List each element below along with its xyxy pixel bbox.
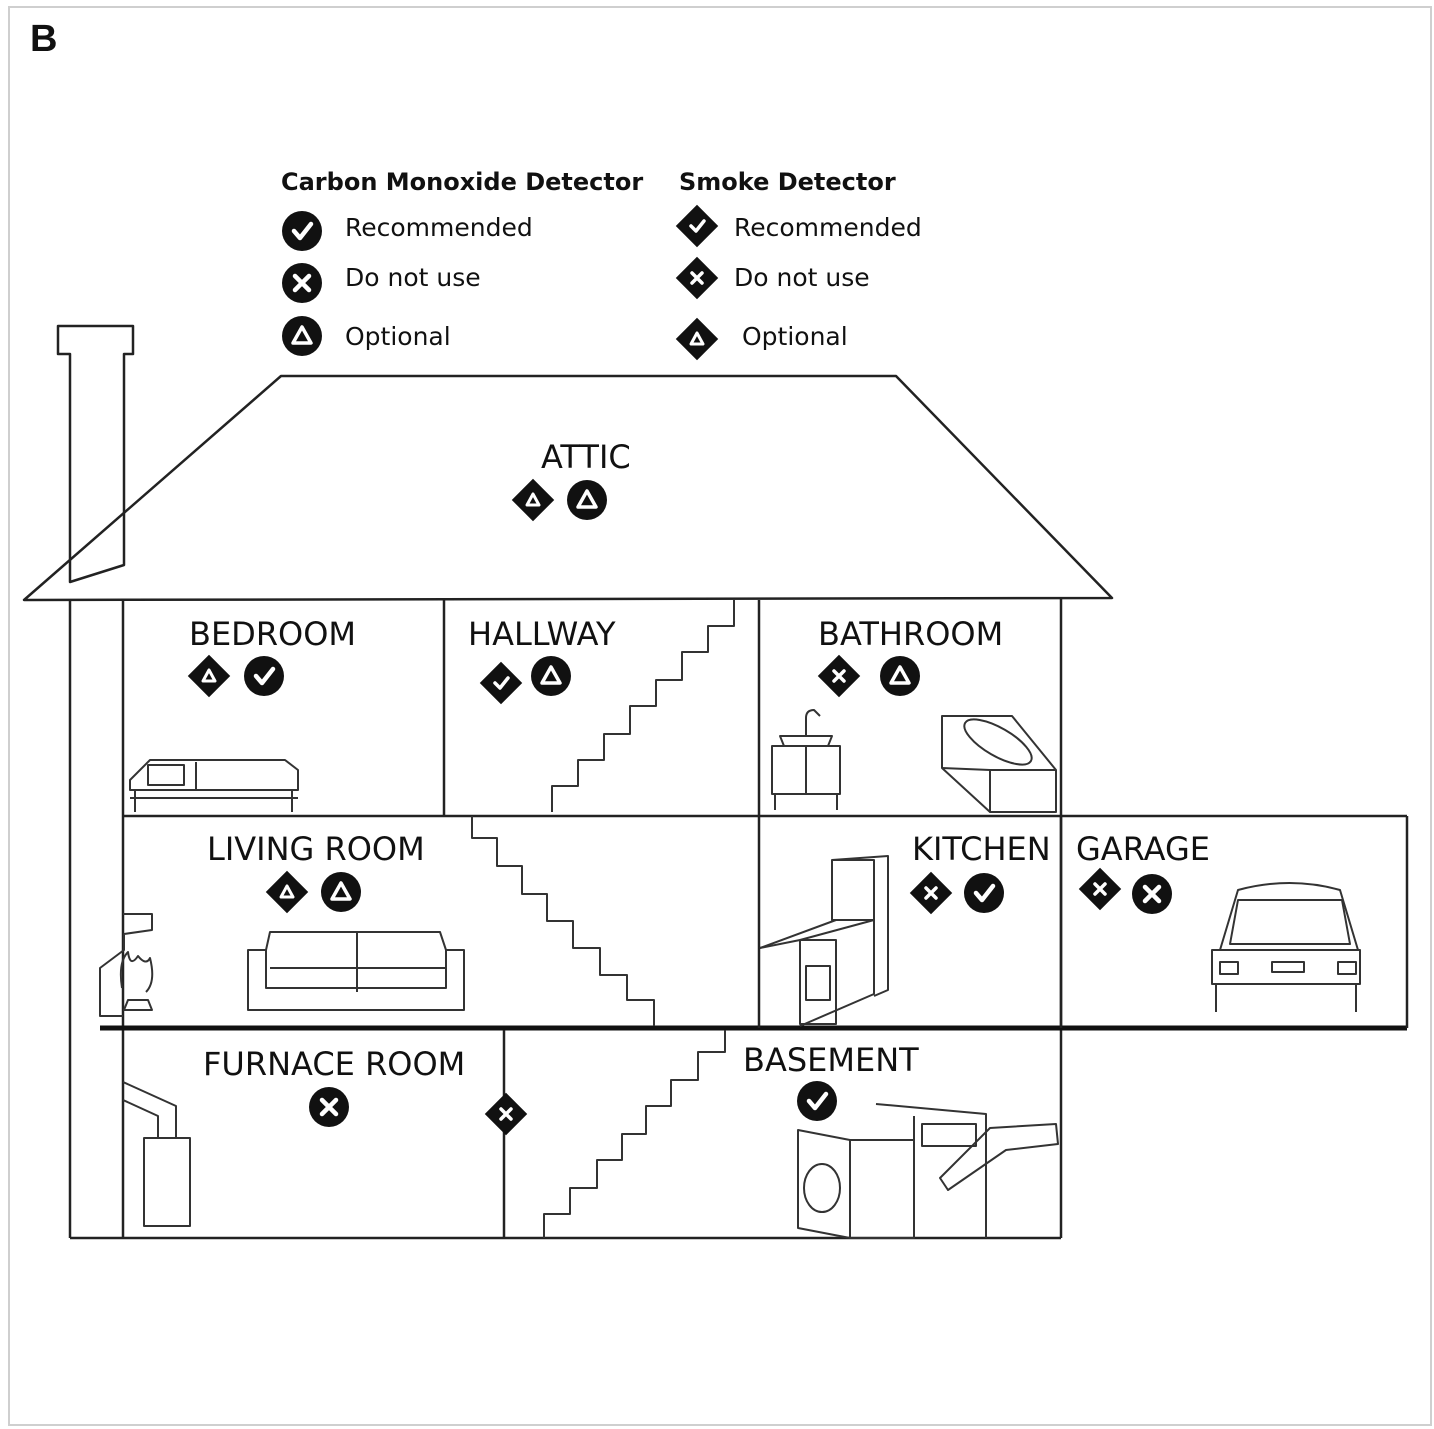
bathroom-smoke-marker bbox=[818, 655, 860, 697]
room-label-furnace-room: FURNACE ROOM bbox=[203, 1045, 465, 1083]
kitchen-smoke-marker bbox=[910, 872, 952, 914]
room-label-hallway: HALLWAY bbox=[468, 615, 616, 653]
furnace-wall-smoke-marker bbox=[485, 1093, 527, 1135]
hallway-co-marker bbox=[531, 656, 571, 696]
attic-co-marker bbox=[567, 480, 607, 520]
hallway-smoke-marker bbox=[480, 662, 522, 704]
room-label-bathroom: BATHROOM bbox=[818, 615, 1003, 653]
legend-smoke-title: Smoke Detector bbox=[679, 168, 896, 196]
smoke-recommended-icon bbox=[676, 205, 718, 247]
co-optional-icon bbox=[282, 316, 322, 356]
legend-smoke-optional-label: Optional bbox=[742, 322, 848, 351]
room-label-kitchen: KITCHEN bbox=[912, 830, 1051, 868]
room-kitchen: KITCHEN bbox=[910, 830, 1051, 914]
car-icon bbox=[1211, 882, 1361, 1012]
room-attic: ATTIC bbox=[512, 438, 631, 521]
legend-co-optional-label: Optional bbox=[345, 322, 451, 351]
room-garage: GARAGE bbox=[1076, 830, 1210, 914]
panel-letter: B bbox=[30, 18, 58, 60]
bed-icon bbox=[129, 759, 299, 812]
smoke-do-not-use-icon bbox=[676, 257, 718, 299]
smoke-optional-icon bbox=[676, 318, 718, 360]
room-label-basement: BASEMENT bbox=[743, 1041, 919, 1079]
kitchen-co-marker bbox=[964, 873, 1004, 913]
bathtub-icon bbox=[941, 715, 1057, 813]
room-furnace-room: FURNACE ROOM bbox=[203, 1045, 527, 1135]
staircases bbox=[471, 600, 735, 1238]
house-outline bbox=[22, 324, 1409, 1240]
fireplace-icon bbox=[99, 913, 154, 1017]
room-basement: BASEMENT bbox=[743, 1041, 919, 1121]
legend: Carbon Monoxide Detector Recommended Do … bbox=[281, 168, 922, 360]
bedroom-smoke-marker bbox=[188, 655, 230, 697]
room-bathroom: BATHROOM bbox=[818, 615, 1003, 697]
legend-co-title: Carbon Monoxide Detector bbox=[281, 168, 643, 196]
legend-co-recommended-label: Recommended bbox=[345, 213, 533, 242]
sofa-icon bbox=[247, 931, 465, 1011]
roof bbox=[22, 374, 1114, 602]
legend-smoke-recommended-label: Recommended bbox=[734, 213, 922, 242]
attic-smoke-marker bbox=[512, 479, 554, 521]
living-room-smoke-marker bbox=[266, 871, 308, 913]
garage-smoke-marker bbox=[1079, 868, 1121, 910]
furnace-room-co-marker bbox=[309, 1087, 349, 1127]
room-living-room: LIVING ROOM bbox=[207, 830, 425, 913]
co-recommended-icon bbox=[282, 211, 322, 251]
bathroom-co-marker bbox=[880, 656, 920, 696]
kitchen-cabinets-icon bbox=[759, 855, 889, 1027]
basement-stairs bbox=[543, 1030, 726, 1238]
washer-dryer-icon bbox=[797, 1103, 1059, 1239]
legend-smoke-do-not-use-label: Do not use bbox=[734, 263, 870, 292]
basement-co-marker bbox=[797, 1081, 837, 1121]
hallway-stairs bbox=[551, 600, 735, 812]
room-label-attic: ATTIC bbox=[541, 438, 631, 476]
bedroom-co-marker bbox=[244, 656, 284, 696]
room-hallway: HALLWAY bbox=[468, 615, 616, 704]
figure-frame bbox=[8, 6, 1432, 1426]
furniture bbox=[99, 709, 1361, 1239]
room-bedroom: BEDROOM bbox=[188, 615, 356, 697]
garage-co-marker bbox=[1132, 874, 1172, 914]
living-room-co-marker bbox=[321, 872, 361, 912]
chimney bbox=[56, 324, 135, 584]
sink-icon bbox=[771, 709, 841, 810]
room-label-bedroom: BEDROOM bbox=[189, 615, 356, 653]
legend-co-do-not-use-label: Do not use bbox=[345, 263, 481, 292]
co-do-not-use-icon bbox=[282, 263, 322, 303]
living-room-stairs bbox=[471, 816, 655, 1026]
furnace-icon bbox=[122, 1081, 191, 1227]
room-label-living-room: LIVING ROOM bbox=[207, 830, 425, 868]
room-label-garage: GARAGE bbox=[1076, 830, 1210, 868]
